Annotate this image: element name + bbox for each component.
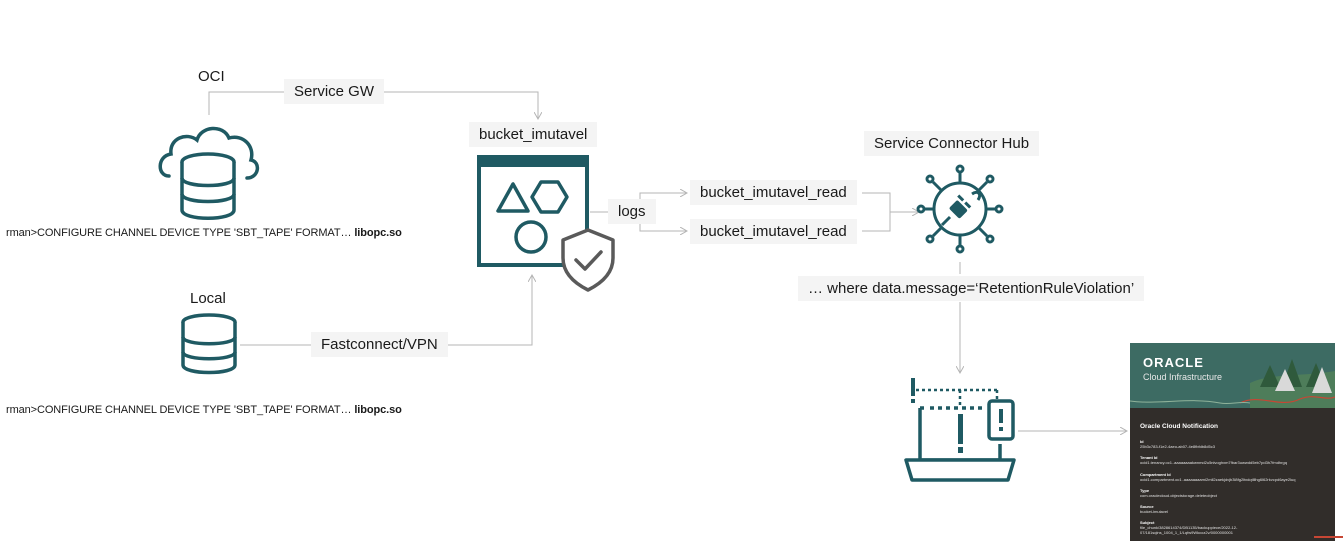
local-label: Local bbox=[190, 290, 226, 307]
bucket-label: bucket_imutavel bbox=[469, 122, 598, 147]
email-field-id: Id 25b3c783-f1e2-4aeo-ab07-4e8fbfdb8d5c3 bbox=[1140, 439, 1215, 449]
bucket-icon bbox=[477, 155, 615, 292]
email-field-label: Type bbox=[1140, 488, 1150, 493]
oci-command-lib: libopc.so bbox=[354, 227, 402, 239]
servicegw-to-bucket-line bbox=[381, 91, 538, 118]
fastconnect-to-bucket-line bbox=[446, 276, 532, 346]
email-field-label: Compartment Id bbox=[1140, 472, 1171, 477]
forest-illustration bbox=[1130, 343, 1335, 408]
email-field-tenant: Tenant Id ocid1.tenancy.oc1..aaaaaaaakwn… bbox=[1140, 455, 1287, 465]
email-field-label: Tenant Id bbox=[1140, 455, 1158, 460]
cloud-database-icon bbox=[158, 126, 260, 220]
email-field-value: com.oraclecloud.objectstorage.deleteobje… bbox=[1140, 493, 1217, 498]
email-field-label: Source bbox=[1140, 504, 1154, 509]
email-field-value: ocid1.compartment.oc1..aaaaaaaarni2mll2z… bbox=[1140, 477, 1296, 482]
local-database-icon bbox=[181, 313, 237, 375]
email-field-label: Id bbox=[1140, 439, 1144, 444]
oci-rman-command: rman>CONFIGURE CHANNEL DEVICE TYPE 'SBT_… bbox=[6, 227, 402, 239]
email-field-type: Type com.oraclecloud.objectstorage.delet… bbox=[1140, 488, 1217, 498]
oci-to-bucket-line bbox=[208, 91, 286, 115]
service-connector-hub-label: Service Connector Hub bbox=[864, 131, 1040, 156]
logs-label: logs bbox=[608, 199, 656, 224]
email-field-subject: Subject file_chunk/3828614374/DB1135/bac… bbox=[1140, 520, 1275, 535]
email-field-value: ocid1.tenancy.oc1..aaaaaaaakwnmd2u5nlvog… bbox=[1140, 460, 1287, 465]
oci-label: OCI bbox=[198, 68, 225, 85]
email-field-compartment: Compartment Id ocid1.compartment.oc1..aa… bbox=[1140, 472, 1295, 482]
local-rman-command: rman>CONFIGURE CHANNEL DEVICE TYPE 'SBT_… bbox=[6, 404, 402, 416]
logs-to-read2-line bbox=[639, 222, 686, 231]
local-command-text: rman>CONFIGURE CHANNEL DEVICE TYPE 'SBT_… bbox=[6, 404, 352, 416]
email-field-label: Subject bbox=[1140, 520, 1155, 525]
accent-line bbox=[1314, 536, 1343, 538]
email-field-value: bucket-imutavel bbox=[1140, 509, 1169, 514]
service-gw-label: Service GW bbox=[284, 79, 385, 104]
local-command-lib: libopc.so bbox=[354, 404, 402, 416]
email-header-banner: ORACLE Cloud Infrastructure bbox=[1130, 343, 1335, 408]
service-connector-hub-icon bbox=[916, 164, 1004, 254]
email-field-value: file_chunk/3828614374/DB1135/backuppiece… bbox=[1140, 525, 1238, 535]
oci-command-text: rman>CONFIGURE CHANNEL DEVICE TYPE 'SBT_… bbox=[6, 227, 352, 239]
email-title: Oracle Cloud Notification bbox=[1140, 423, 1219, 430]
read-log-2: bucket_imutavel_read bbox=[690, 219, 857, 244]
oracle-logo-subtitle: Cloud Infrastructure bbox=[1143, 372, 1223, 382]
read-log-1: bucket_imutavel_read bbox=[690, 180, 857, 205]
fastconnect-label: Fastconnect/VPN bbox=[311, 332, 448, 357]
notification-laptop-icon bbox=[904, 378, 1016, 482]
oracle-logo-text: ORACLE bbox=[1143, 355, 1204, 370]
reads-to-sch-line bbox=[862, 192, 918, 232]
email-field-source: Source bucket-imutavel bbox=[1140, 504, 1168, 514]
email-field-value: 25b3c783-f1e2-4aeo-ab07-4e8fbfdb8d5c3 bbox=[1140, 444, 1215, 449]
email-notification-preview: ORACLE Cloud Infrastructure Oracle Cloud… bbox=[1130, 343, 1335, 541]
filter-condition-label: … where data.message=‘RetentionRuleViola… bbox=[798, 276, 1145, 301]
